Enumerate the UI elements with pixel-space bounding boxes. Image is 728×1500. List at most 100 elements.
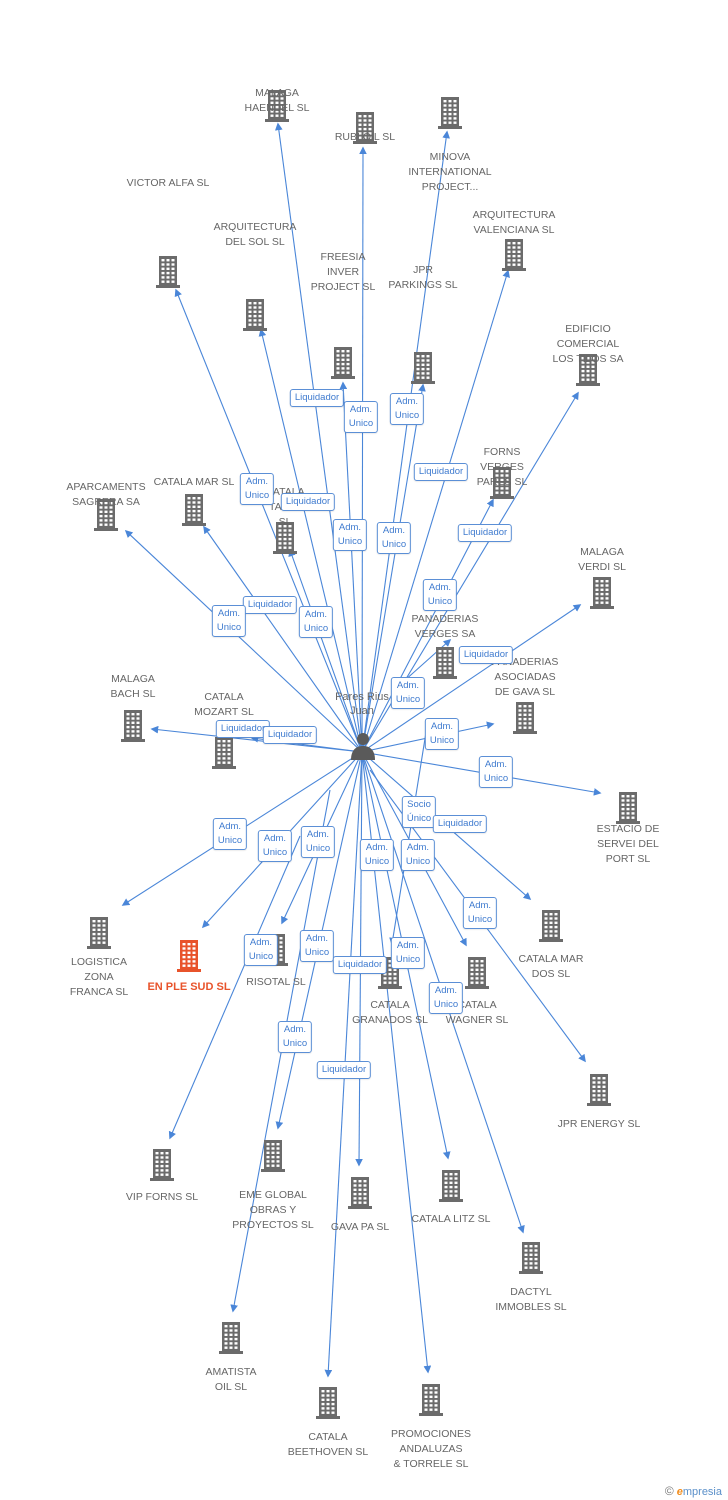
company-name[interactable]: MALAGA VERDI SL (578, 546, 626, 573)
company-name[interactable]: CATALA WAGNER SL (445, 999, 509, 1026)
role-badge: Liquidador (458, 646, 514, 664)
company-name[interactable]: LOGISTICA ZONA FRANCA SL (69, 956, 129, 998)
building-icon (433, 647, 457, 679)
role-badge: Adm. Unico (212, 818, 248, 850)
company-node-victor-alfa[interactable]: VICTOR ALFA SL (108, 177, 228, 288)
role-badge: Liquidador (432, 815, 488, 833)
company-name[interactable]: EME GLOBAL OBRAS Y PROYECTOS SL (232, 1189, 314, 1231)
company-node-rubi-oil[interactable]: RUBI OIL SL (305, 110, 425, 144)
company-name[interactable]: CATALA MOZART SL (194, 691, 254, 718)
company-node-catala-litz[interactable]: CATALA LITZ SL (391, 1168, 511, 1225)
company-name[interactable]: CATALA MAR SL (153, 476, 235, 488)
company-node-en-ple-sud[interactable]: EN PLE SUD SL (129, 938, 249, 993)
building-icon (212, 737, 236, 769)
company-name[interactable]: GAVA PA SL (330, 1221, 390, 1233)
company-name[interactable]: DACTYL IMMOBLES SL (495, 1286, 567, 1313)
role-badge: Adm. Unico (424, 718, 460, 750)
role-badge: Adm. Unico (239, 473, 275, 505)
company-node-promociones[interactable]: PROMOCIONES ANDALUZAS & TORRELE SL (371, 1382, 491, 1470)
company-node-catala-beethoven[interactable]: CATALA BEETHOVEN SL (268, 1385, 388, 1458)
role-badge: Adm. Unico (343, 401, 379, 433)
edge-catala-mar (203, 525, 363, 753)
role-badge: Adm. Unico (390, 937, 426, 969)
company-node-panaderias-verges[interactable]: PANADERIAS VERGES SA (385, 613, 505, 679)
company-name[interactable]: ESTACIO DE SERVEI DEL PORT SL (596, 823, 660, 865)
company-node-gava-pa[interactable]: GAVA PA SL (300, 1175, 420, 1233)
company-node-minova[interactable]: MINOVA INTERNATIONAL PROJECT... (390, 95, 510, 193)
building-icon (261, 1140, 285, 1172)
company-name[interactable]: VIP FORNS SL (125, 1191, 199, 1203)
company-node-aparcaments[interactable]: APARCAMENTS SAGRERA SA (46, 481, 166, 531)
building-icon (331, 347, 355, 379)
company-name[interactable]: ARQUITECTURA VALENCIANA SL (472, 209, 556, 236)
company-name[interactable]: PANADERIAS VERGES SA (411, 613, 479, 640)
brand-e: e (676, 1486, 683, 1498)
role-badge: Adm. Unico (211, 605, 247, 637)
building-icon (411, 352, 435, 384)
company-node-forns-verges[interactable]: FORNS VERGES PARES SL (442, 446, 562, 499)
company-name[interactable]: PROMOCIONES ANDALUZAS & TORRELE SL (391, 1428, 471, 1470)
company-name[interactable]: FORNS VERGES PARES SL (476, 446, 528, 488)
company-node-catala-mozart[interactable]: CATALA MOZART SL (164, 691, 284, 769)
building-icon (539, 910, 563, 942)
role-badge: Liquidador (457, 524, 513, 542)
center-person-name[interactable]: Pares Rius Juan (335, 691, 389, 717)
company-node-estacio[interactable]: ESTACIO DE SERVEI DEL PORT SL (568, 790, 688, 865)
company-node-eme-global[interactable]: EME GLOBAL OBRAS Y PROYECTOS SL (213, 1138, 333, 1231)
company-name[interactable]: CATALA MAR DOS SL (518, 953, 584, 980)
company-node-vip-forns[interactable]: VIP FORNS SL (102, 1147, 222, 1203)
person-icon[interactable] (349, 730, 377, 760)
company-name[interactable]: AMATISTA OIL SL (205, 1366, 257, 1393)
company-node-amatista[interactable]: AMATISTA OIL SL (171, 1320, 291, 1393)
company-node-jpr-energy[interactable]: JPR ENERGY SL (539, 1072, 659, 1130)
building-icon (587, 1074, 611, 1106)
role-badge: Adm. Unico (422, 579, 458, 611)
company-node-arquitectura-del-sol[interactable]: ARQUITECTURA DEL SOL SL (195, 221, 315, 331)
building-icon (265, 90, 289, 122)
company-name[interactable]: MINOVA INTERNATIONAL PROJECT... (408, 151, 492, 193)
company-name[interactable]: CATALA BEETHOVEN SL (287, 1431, 369, 1458)
edge-jpr-parkings (361, 383, 426, 753)
company-name[interactable]: APARCAMENTS SAGRERA SA (66, 481, 146, 508)
company-node-catala-wagner[interactable]: CATALA WAGNER SL (417, 955, 537, 1026)
building-icon (243, 299, 267, 331)
role-badge: Adm. Unico (277, 1021, 313, 1053)
company-node-malaga-haendel[interactable]: MALAGA HAENDEL SL (217, 87, 337, 122)
role-badge: Liquidador (262, 726, 318, 744)
company-name[interactable]: MALAGA BACH SL (110, 673, 156, 700)
copyright-mark: © (664, 1484, 674, 1498)
company-name[interactable]: RISOTAL SL (246, 976, 306, 988)
company-node-freesia[interactable]: FREESIA INVER PROJECT SL (283, 251, 403, 379)
company-node-dactyl[interactable]: DACTYL IMMOBLES SL (471, 1240, 591, 1313)
building-icon (513, 702, 537, 734)
building-icon (490, 467, 514, 499)
role-badge: Adm. Unico (299, 930, 335, 962)
company-name[interactable]: JPR PARKINGS SL (388, 264, 458, 291)
company-name[interactable]: VICTOR ALFA SL (126, 177, 210, 189)
company-node-logistica[interactable]: LOGISTICA ZONA FRANCA SL (39, 915, 159, 998)
company-name[interactable]: EN PLE SUD SL (147, 981, 231, 993)
company-node-edificio-comercial[interactable]: EDIFICIO COMERCIAL LOS TILOS SA (528, 323, 648, 386)
role-badge: Liquidador (332, 956, 388, 974)
role-badge: Adm. Unico (300, 826, 336, 858)
company-name[interactable]: EDIFICIO COMERCIAL LOS TILOS SA (552, 323, 624, 365)
company-name[interactable]: RUBI OIL SL (334, 131, 396, 143)
role-badge: Liquidador (280, 493, 336, 511)
building-icon (177, 940, 201, 972)
company-node-catala-mar[interactable]: CATALA MAR SL (134, 476, 254, 526)
company-node-malaga-bach[interactable]: MALAGA BACH SL (73, 673, 193, 742)
company-name[interactable]: FREESIA INVER PROJECT SL (310, 251, 376, 293)
company-name[interactable]: ARQUITECTURA DEL SOL SL (213, 221, 297, 248)
company-node-panaderias-asociadas[interactable]: PANADERIAS ASOCIADAS DE GAVA SL (465, 656, 585, 734)
company-node-catala-talet[interactable]: CATALA TALET SL (225, 486, 345, 554)
company-node-catala-mar-dos[interactable]: CATALA MAR DOS SL (491, 908, 611, 980)
company-name[interactable]: CATALA GRANADOS SL (352, 999, 428, 1026)
company-node-jpr-parkings[interactable]: JPR PARKINGS SL (363, 264, 483, 384)
company-name[interactable]: JPR ENERGY SL (557, 1118, 641, 1130)
company-name[interactable]: CATALA LITZ SL (411, 1213, 491, 1225)
company-node-arquitectura-valenciana[interactable]: ARQUITECTURA VALENCIANA SL (454, 209, 574, 271)
company-node-malaga-verdi[interactable]: MALAGA VERDI SL (542, 546, 662, 609)
company-name[interactable]: MALAGA HAENDEL SL (244, 87, 310, 114)
role-badge: Liquidador (242, 596, 298, 614)
edge-arquitectura-valenciana (361, 269, 510, 753)
